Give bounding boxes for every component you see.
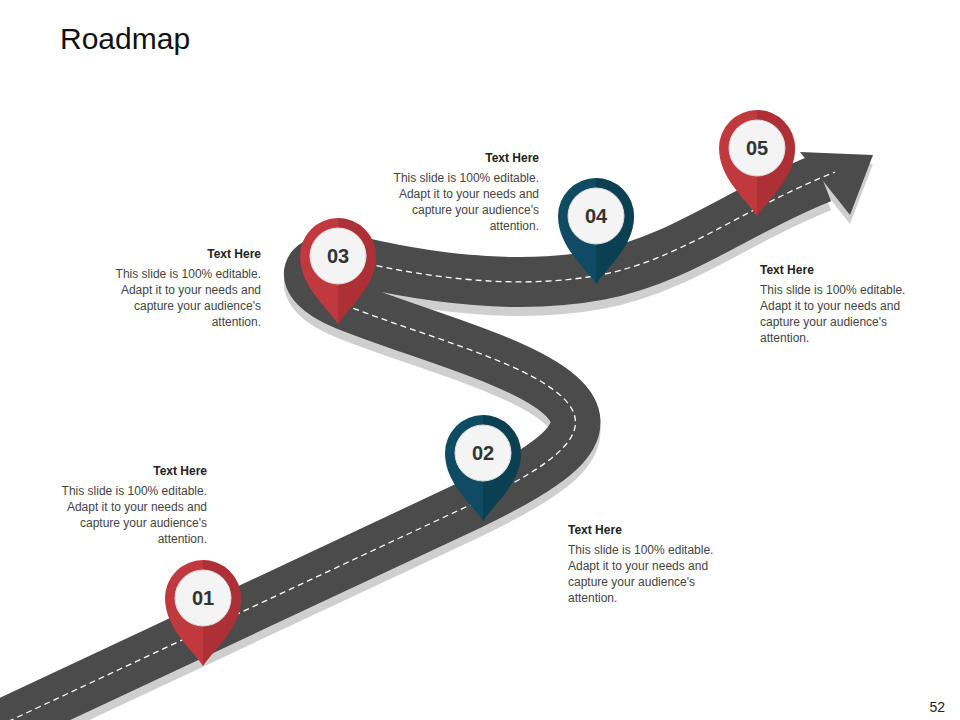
pin-body <box>558 178 634 284</box>
map-pin: 03 <box>298 216 378 326</box>
step-description: This slide is 100% editable. Adapt it to… <box>111 266 261 330</box>
road <box>0 178 822 720</box>
step-number: 04 <box>556 176 636 256</box>
page-number: 52 <box>905 699 945 715</box>
map-pin: 05 <box>717 108 797 218</box>
pin-shape <box>298 216 378 326</box>
pin-body <box>445 415 521 521</box>
step-heading: Text Here <box>568 522 718 538</box>
road-centerline <box>0 172 835 720</box>
pin-shape <box>443 413 523 523</box>
pin-shape <box>163 558 243 668</box>
step-description: This slide is 100% editable. Adapt it to… <box>389 170 539 234</box>
step-number: 02 <box>443 413 523 493</box>
step-description: This slide is 100% editable. Adapt it to… <box>57 483 207 547</box>
step-description: This slide is 100% editable. Adapt it to… <box>760 282 910 346</box>
step-heading: Text Here <box>389 150 539 166</box>
step-number: 03 <box>298 216 378 296</box>
pin-body <box>165 560 241 666</box>
step-heading: Text Here <box>57 463 207 479</box>
pin-body <box>719 110 795 216</box>
pin-shape <box>556 176 636 286</box>
road-arrowhead <box>800 152 873 215</box>
step-description: This slide is 100% editable. Adapt it to… <box>568 542 718 606</box>
step-heading: Text Here <box>760 262 910 278</box>
map-pin: 04 <box>556 176 636 286</box>
pin-shape <box>717 108 797 218</box>
slide-title: Roadmap <box>60 22 190 56</box>
road-shadow <box>0 161 873 720</box>
map-pin: 02 <box>443 413 523 523</box>
map-pin: 01 <box>163 558 243 668</box>
pin-body <box>300 218 376 324</box>
step-number: 01 <box>163 558 243 638</box>
step-heading: Text Here <box>111 246 261 262</box>
step-number: 05 <box>717 108 797 188</box>
